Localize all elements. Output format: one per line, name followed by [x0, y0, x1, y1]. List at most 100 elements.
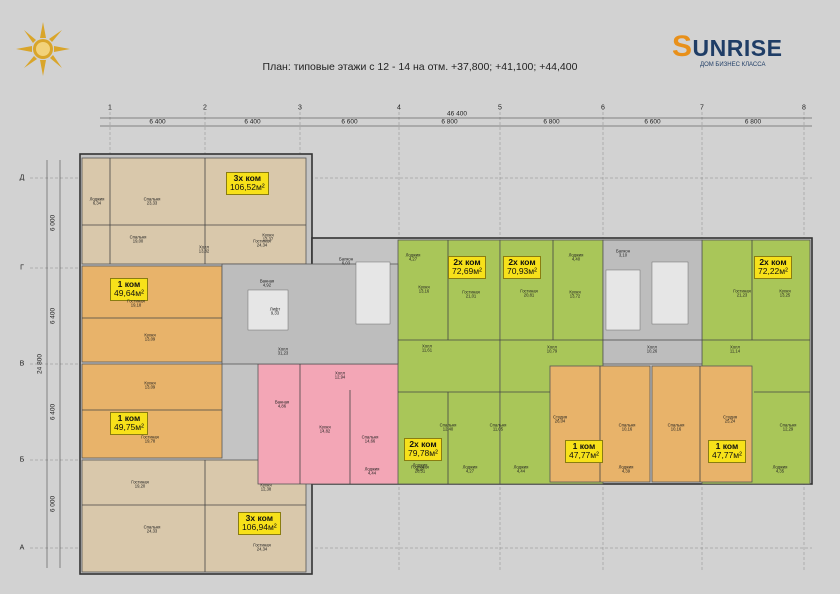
- unit-1room-b[interactable]: [81, 363, 223, 459]
- room-name: Кухня: [779, 288, 791, 294]
- axis-column-label: 2: [203, 104, 207, 112]
- room-name: Спальня: [489, 422, 507, 428]
- dimension-row-span: 6 000: [49, 214, 57, 232]
- room-name: Балкон: [615, 248, 631, 254]
- room-area: 12,94: [334, 375, 346, 380]
- apartment-type: 1 ком: [715, 441, 739, 451]
- apartment-area: 79,78м²: [408, 448, 438, 459]
- room-area: 13,72: [569, 294, 581, 299]
- room-name: Лоджия: [618, 464, 634, 470]
- room-area: 9,33: [270, 311, 280, 316]
- dimension-column-span: 6 800: [441, 118, 458, 126]
- room-name: Кухня: [144, 332, 156, 338]
- room-name: Спальня: [361, 434, 379, 440]
- room-area: 24,34: [256, 547, 268, 552]
- plan-title: План: типовые этажи с 12 - 14 на отм. +3…: [262, 61, 578, 73]
- room-area: 13,16: [418, 289, 430, 294]
- room-area: 19,20: [134, 484, 146, 489]
- room-name: Кухня: [319, 424, 331, 430]
- sun-logo-icon: [16, 22, 70, 76]
- room-area: 31,23: [277, 351, 289, 356]
- room-name: Холл: [547, 344, 557, 350]
- apartment-type: 3х ком: [233, 173, 261, 183]
- stairs-icon: [247, 261, 689, 331]
- room-name: Спальня: [779, 422, 797, 428]
- axis-column-label: 4: [397, 104, 401, 112]
- apartment-type: 2х ком: [759, 257, 787, 267]
- apartment-type: 1 ком: [572, 441, 596, 451]
- apartment-area: 106,94м²: [242, 522, 277, 533]
- room-name: Холл: [278, 346, 288, 352]
- apartment-type: 1 ком: [117, 413, 141, 423]
- apartment-type: 3х ком: [245, 513, 273, 523]
- axis-row-label: Б: [19, 456, 25, 464]
- room-name: Спальня: [618, 422, 636, 428]
- apartment-area: 72,22м²: [758, 266, 788, 277]
- room-name: Гостиная: [462, 289, 480, 295]
- room-area: 6,03: [341, 261, 351, 266]
- room-area: 28,51: [414, 469, 426, 474]
- axis-row-label: А: [19, 544, 25, 552]
- room-area: 20,81: [523, 293, 535, 298]
- room-name: Кухня: [260, 482, 272, 488]
- room-name: Спальня: [129, 234, 147, 240]
- room-name: Лоджия: [364, 466, 380, 472]
- room-name: Спальня: [439, 422, 457, 428]
- room-name: Спальня: [143, 196, 161, 202]
- room-area: 12,40: [442, 427, 454, 432]
- room-area: 23,33: [146, 201, 158, 206]
- room-area: 4,27: [465, 469, 475, 474]
- room-name: Лифт: [269, 306, 281, 312]
- room-name: Ванная: [259, 278, 275, 284]
- room-name: Гостиная: [141, 434, 159, 440]
- room-name: Лоджия: [462, 464, 478, 470]
- room-name: Гостиная: [733, 288, 751, 294]
- dimension-column-span: 6 800: [744, 118, 762, 126]
- room-name: Кухня: [418, 284, 430, 290]
- room-area: 13,09: [144, 385, 156, 390]
- room-area: 13,09: [144, 337, 156, 342]
- room-area: 14,82: [319, 429, 331, 434]
- unit-1room-a[interactable]: [81, 265, 223, 363]
- dimension-column-span: 6 400: [149, 118, 166, 126]
- apartment-type: 2х ком: [508, 257, 536, 267]
- dimension-lines: [46, 117, 812, 568]
- room-name: Лоджия: [89, 196, 105, 202]
- room-name: Спальня: [143, 524, 161, 530]
